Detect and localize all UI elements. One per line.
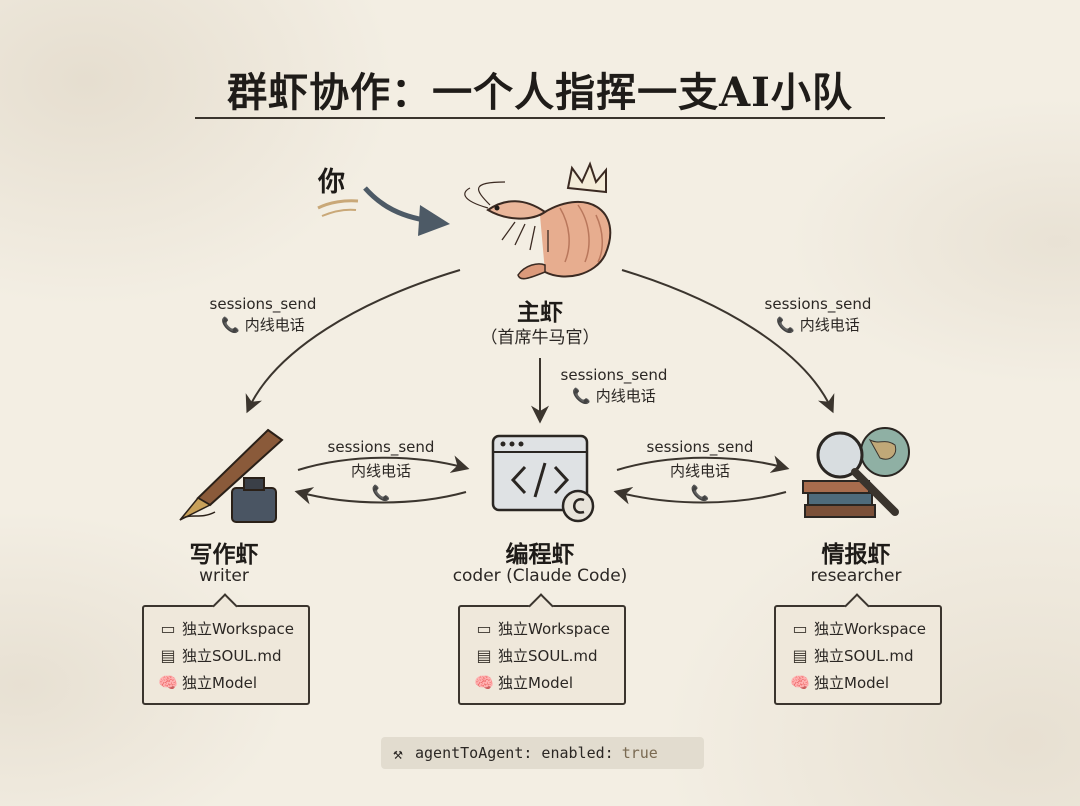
coder-feature-card: ▭独立Workspace ▤独立SOUL.md 🧠独立Model <box>458 593 626 705</box>
feature-row: ▭独立Workspace <box>154 615 294 641</box>
desk-icon: ▭ <box>160 618 176 638</box>
feature-row: 🧠独立Model <box>470 669 573 695</box>
researcher-feature-card: ▭独立Workspace ▤独立SOUL.md 🧠独立Model <box>774 593 942 705</box>
writer-to-coder-arrow <box>297 455 470 473</box>
research-books-globe-icon <box>802 427 910 518</box>
researcher-to-coder-arrow <box>613 486 787 505</box>
down-link-method: sessions_send <box>560 366 668 384</box>
title-divider <box>195 117 885 119</box>
brain-icon: 🧠 <box>158 672 178 692</box>
desk-icon: ▭ <box>476 618 492 638</box>
brain-icon: 🧠 <box>474 672 494 692</box>
main-shrimp-role: （首席牛马官） <box>480 328 600 348</box>
right-link-label: 📞 内线电话 <box>776 316 860 334</box>
document-icon: ▤ <box>160 645 176 665</box>
right-link-method: sessions_send <box>764 295 872 313</box>
left-link-method: sessions_send <box>209 295 317 313</box>
coder-researcher-label: 内线电话 <box>669 462 730 480</box>
pen-ink-icon <box>179 428 284 523</box>
writer-coder-label: 内线电话 <box>350 462 411 480</box>
document-icon: ▤ <box>476 645 492 665</box>
feature-row: ▤独立SOUL.md <box>470 642 597 668</box>
document-icon: ▤ <box>792 645 808 665</box>
agent-config-badge: ⚒ agentToAgent: enabled: true <box>381 737 704 769</box>
main-shrimp-illustration <box>464 161 612 280</box>
writer-name: 写作虾 <box>189 541 259 568</box>
researcher-name: 情报虾 <box>821 541 891 568</box>
config-key: agentToAgent: enabled: <box>415 744 614 762</box>
brain-icon: 🧠 <box>790 672 810 692</box>
config-value: true <box>621 744 658 762</box>
coder-researcher-method: sessions_send <box>646 438 754 456</box>
coder-id: coder (Claude Code) <box>452 566 628 586</box>
feature-row: 🧠独立Model <box>786 669 889 695</box>
phone-icon: 📞 <box>371 484 391 502</box>
coder-to-writer-arrow <box>294 487 467 505</box>
user-arrow <box>317 186 450 236</box>
main-to-writer-arrow <box>245 269 461 414</box>
page-title: 群虾协作：一个人指挥一支AI小队 <box>227 69 853 116</box>
desk-icon: ▭ <box>792 618 808 638</box>
feature-row: 🧠独立Model <box>154 669 257 695</box>
user-label: 你 <box>318 167 345 198</box>
down-link-label: 📞 内线电话 <box>572 387 656 405</box>
code-window-icon <box>491 434 595 523</box>
writer-id: writer <box>199 566 249 586</box>
main-shrimp-name: 主虾 <box>517 299 563 326</box>
feature-row: ▭独立Workspace <box>786 615 926 641</box>
left-link-label: 📞 内线电话 <box>221 316 305 334</box>
coder-name: 编程虾 <box>505 541 575 568</box>
researcher-id: researcher <box>810 566 902 586</box>
coder-to-researcher-arrow <box>616 455 790 473</box>
phone-icon: 📞 <box>690 484 710 502</box>
feature-row: ▤独立SOUL.md <box>154 642 281 668</box>
feature-row: ▤独立SOUL.md <box>786 642 913 668</box>
feature-row: ▭独立Workspace <box>470 615 610 641</box>
writer-coder-method: sessions_send <box>327 438 435 456</box>
main-to-researcher-arrow <box>621 269 835 414</box>
writer-feature-card: ▭独立Workspace ▤独立SOUL.md 🧠独立Model <box>142 593 310 705</box>
tools-icon: ⚒ <box>393 743 403 763</box>
